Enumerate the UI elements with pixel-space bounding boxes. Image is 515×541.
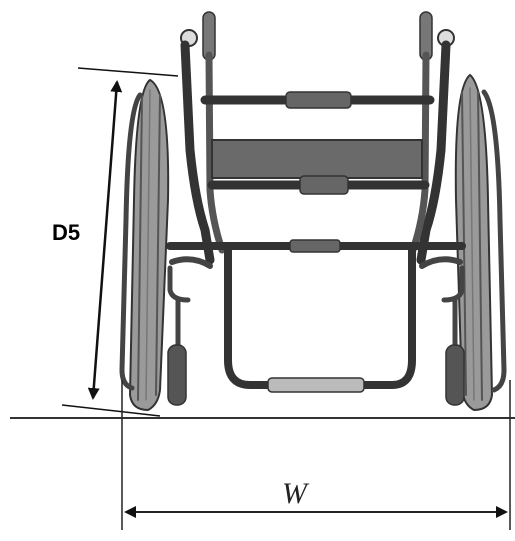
wheelchair <box>119 11 507 412</box>
d5-label: D5 <box>52 220 80 245</box>
left-handrim <box>119 92 143 391</box>
right-rear-wheel <box>454 73 494 412</box>
d5-arrow <box>87 80 123 400</box>
left-rear-wheel <box>128 78 170 412</box>
push-handles <box>180 11 455 61</box>
d5-dimension <box>61 67 179 417</box>
w-label: W <box>282 477 310 510</box>
w-dimension <box>121 380 511 530</box>
foot-crossbar <box>267 377 365 393</box>
backrest-lower-tube <box>207 175 430 195</box>
backrest-upholstery <box>211 139 423 179</box>
backrest-top-tube <box>200 91 435 109</box>
d5-extension-bottom <box>61 404 161 417</box>
right-handrim <box>481 89 507 393</box>
axle-cross-tube <box>166 239 466 253</box>
lower-u-frame <box>224 246 416 389</box>
right-caster <box>445 297 465 406</box>
left-frame-post <box>180 40 215 265</box>
right-frame-post <box>416 40 451 265</box>
left-caster <box>167 297 187 406</box>
d5-extension-top <box>77 67 179 77</box>
